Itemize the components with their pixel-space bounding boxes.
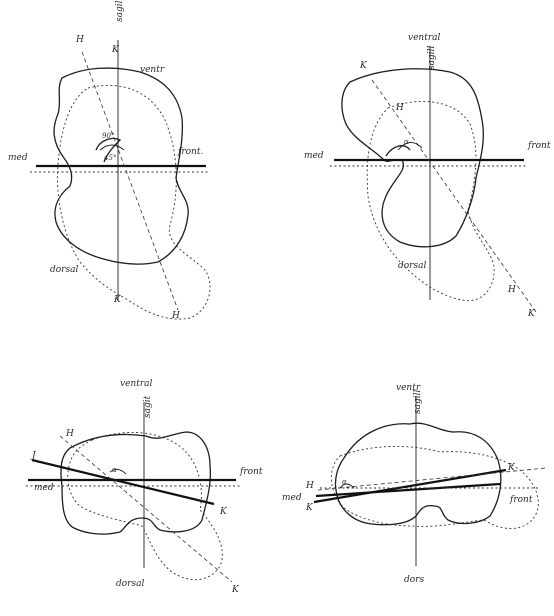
- label-angle-a: 90°: [102, 132, 114, 140]
- angle-arc: [99, 144, 125, 151]
- label-k-bottom: K: [113, 295, 122, 305]
- notch: [385, 145, 411, 157]
- notch: [95, 137, 122, 163]
- panel-top-right: sagill ventral dorsal front med K H H K …: [304, 33, 551, 319]
- label-frontal: front.: [177, 147, 203, 157]
- rotated-outline: [57, 84, 211, 320]
- bone-outline: [334, 422, 502, 526]
- h-axis: [317, 467, 547, 491]
- h-axis: [59, 435, 233, 583]
- label-k-left: K: [305, 503, 314, 513]
- label-frontal: front: [239, 467, 263, 477]
- label-angle-a: α: [112, 466, 117, 474]
- label-sagittal: sagill: [413, 389, 423, 414]
- label-ventral: ventral: [408, 33, 440, 43]
- rotated-outline: [330, 445, 539, 529]
- label-h-top: H: [395, 103, 404, 113]
- label-k-right: K: [507, 463, 516, 473]
- label-sagittal: sagit: [143, 395, 153, 418]
- bone-outline: [53, 67, 189, 265]
- label-sagittal: sagill: [115, 0, 125, 22]
- label-angle-a: α: [404, 138, 409, 146]
- frontal-line: [315, 482, 501, 498]
- label-h-bottom: H: [171, 311, 180, 321]
- panel-top-left: sagill ventr dorsal front. med K H K H 9…: [8, 0, 211, 321]
- label-medial: med: [304, 151, 324, 161]
- label-dorsal: dorsal: [398, 261, 426, 271]
- label-k-bottom: K: [231, 585, 240, 595]
- angle-arc: [109, 469, 127, 475]
- label-h-top: H: [75, 35, 84, 45]
- label-ventral: ventr: [140, 65, 165, 75]
- label-k-top: K: [111, 45, 120, 55]
- label-frontal: front: [509, 495, 533, 505]
- label-ventral: ventral: [120, 379, 152, 389]
- label-dorsal: dorsal: [50, 265, 78, 275]
- label-dorsal: dorsal: [116, 579, 144, 589]
- rotated-outline: [366, 101, 495, 302]
- panel-bottom-right: sagill ventr dors front med H K K α: [282, 383, 547, 585]
- label-j: J: [30, 451, 37, 461]
- label-angle-b: 45°: [103, 154, 116, 162]
- h-axis: [371, 79, 537, 313]
- label-dorsal: dors: [404, 575, 424, 585]
- label-angle-a: α: [342, 478, 347, 486]
- h-axis: [81, 51, 179, 311]
- label-frontal: front: [527, 141, 551, 151]
- label-sagittal: sagill: [427, 45, 437, 70]
- label-ventral: ventr: [396, 383, 421, 393]
- label-k-right: K: [219, 507, 228, 517]
- panel-bottom-left: sagit ventral dorsal front med H J K K α: [26, 379, 263, 595]
- label-medial: med: [282, 493, 302, 503]
- angle-arc: [397, 142, 423, 151]
- label-medial: med: [8, 153, 28, 163]
- bone-outline: [60, 431, 212, 535]
- angle-arc: [339, 483, 355, 489]
- j-line: [31, 458, 215, 506]
- label-h-bottom: H: [507, 285, 516, 295]
- rotated-outline: [67, 431, 223, 581]
- label-h-top: H: [65, 429, 74, 439]
- label-h-left: H: [305, 481, 314, 491]
- bone-outline: [341, 68, 484, 248]
- label-k-bottom: K: [527, 309, 536, 319]
- label-k-top: K: [359, 61, 368, 71]
- label-medial: med: [34, 483, 54, 493]
